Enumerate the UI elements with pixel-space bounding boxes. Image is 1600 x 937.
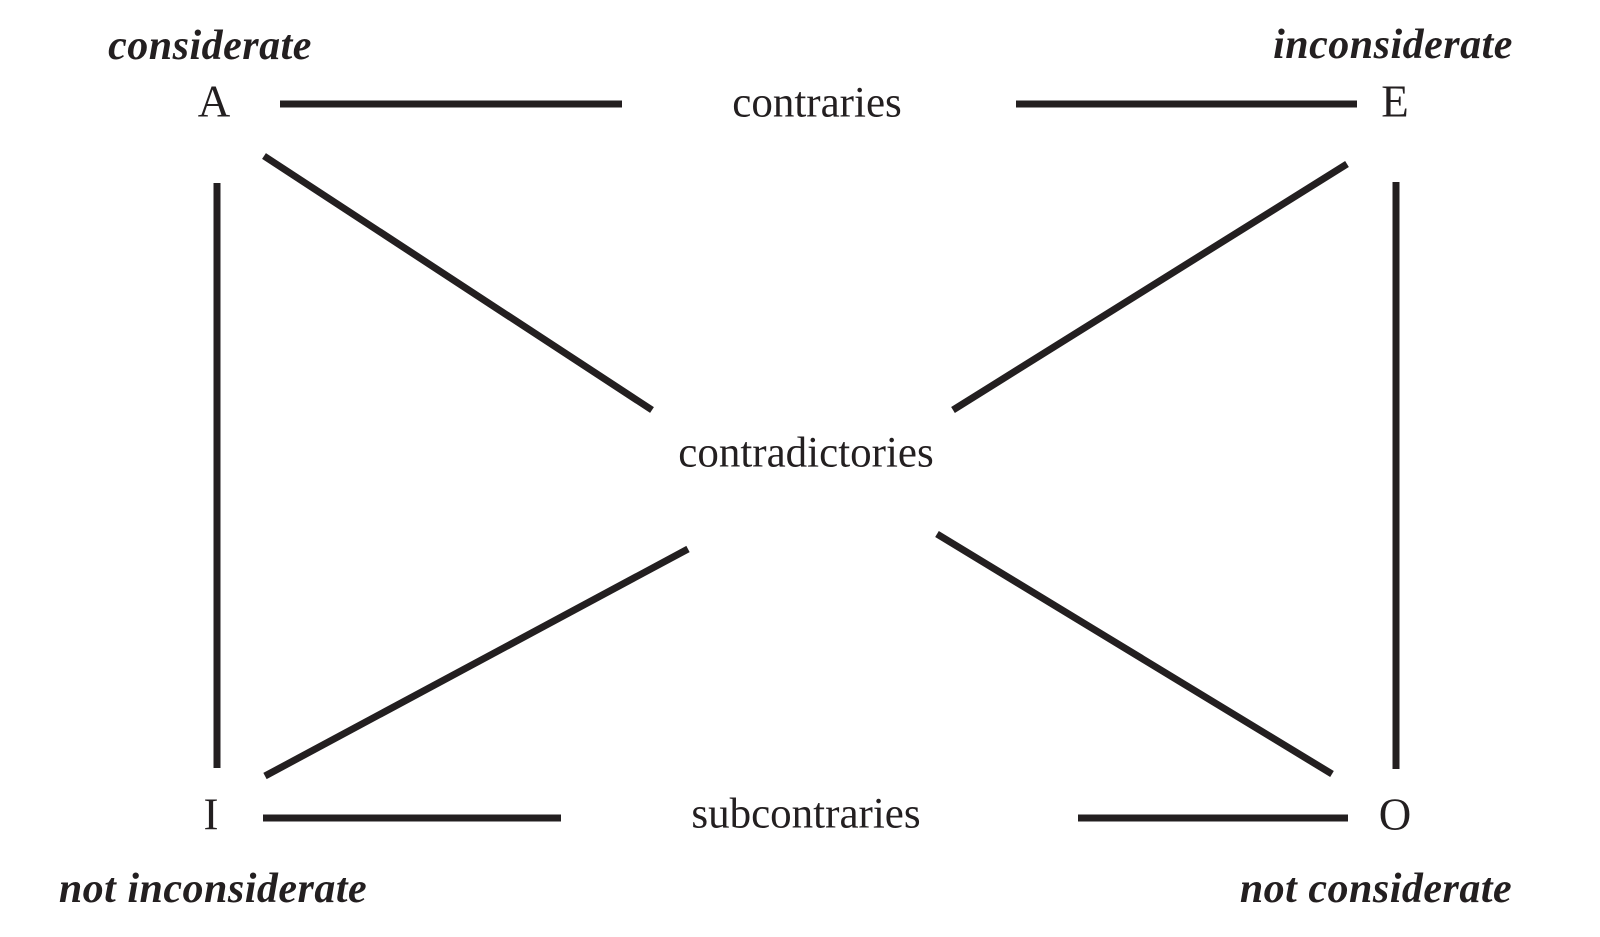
contradictory-line-a-o-upper	[262, 153, 654, 413]
contradictory-line-a-o-lower	[935, 531, 1334, 777]
term-label-a: considerate	[108, 23, 312, 69]
relation-label-contraries: contraries	[732, 79, 902, 127]
term-label-o: not considerate	[1239, 866, 1513, 912]
corner-letter-a: A	[197, 76, 231, 127]
term-label-e: inconsiderate	[1273, 22, 1513, 68]
contradictory-line-e-i-upper	[951, 161, 1349, 413]
corner-letter-e: E	[1381, 76, 1409, 127]
corner-letter-i: I	[203, 789, 219, 840]
corner-letter-o: O	[1378, 789, 1412, 840]
contradictory-line-e-i-lower	[263, 545, 690, 780]
relation-label-contradictories: contradictories	[678, 429, 934, 477]
term-label-i: not inconsiderate	[58, 866, 368, 912]
relation-label-subcontraries: subcontraries	[691, 790, 921, 838]
